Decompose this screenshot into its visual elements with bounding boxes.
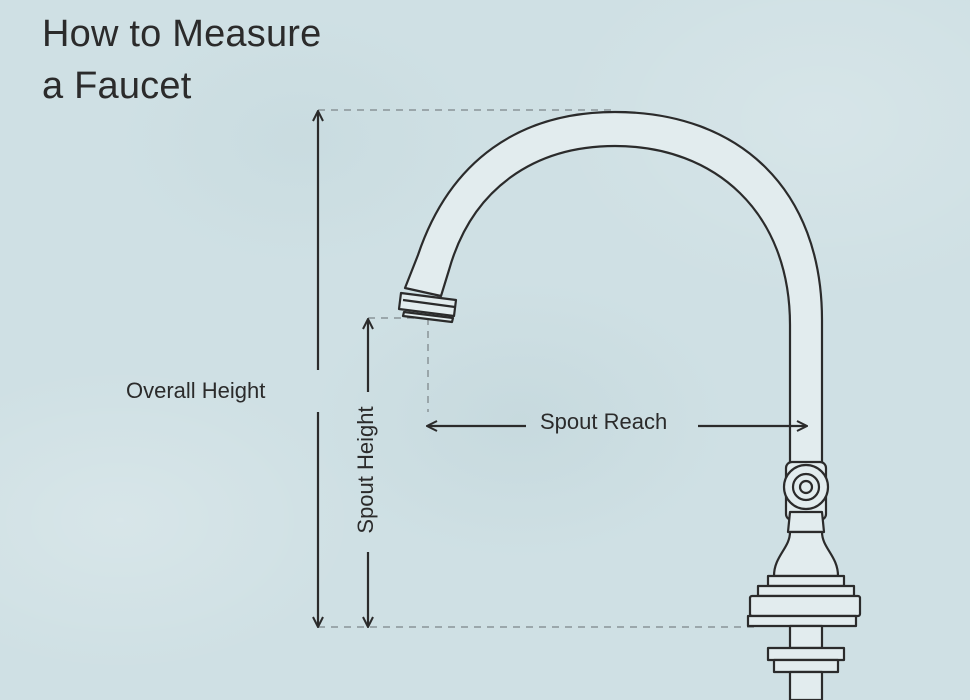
page-title: How to Measure a Faucet bbox=[42, 8, 321, 112]
shank-lower bbox=[788, 670, 824, 700]
reference-lines bbox=[318, 109, 760, 628]
spout-height-label: Spout Height bbox=[353, 406, 378, 534]
mounting-nut bbox=[766, 646, 846, 662]
faucet-neck bbox=[786, 510, 826, 534]
dimension-arrows bbox=[318, 112, 806, 626]
faucet-illustration bbox=[397, 110, 862, 700]
spout-tube bbox=[403, 110, 824, 470]
base-plate bbox=[748, 594, 862, 618]
base-flange-1 bbox=[766, 574, 846, 588]
faucet-bell bbox=[772, 530, 840, 578]
overall-height-label: Overall Height bbox=[126, 378, 266, 403]
spout-reach-label: Spout Reach bbox=[540, 409, 668, 434]
mounting-washer bbox=[772, 658, 840, 674]
title-line-1: How to Measure bbox=[42, 13, 322, 55]
swivel-rosette-inner bbox=[798, 479, 814, 495]
base-flange-2 bbox=[756, 584, 856, 598]
title-line-2: a Faucet bbox=[42, 65, 192, 107]
shank-upper bbox=[788, 624, 824, 650]
base-rim bbox=[746, 614, 858, 628]
spout-aerator bbox=[397, 291, 458, 324]
